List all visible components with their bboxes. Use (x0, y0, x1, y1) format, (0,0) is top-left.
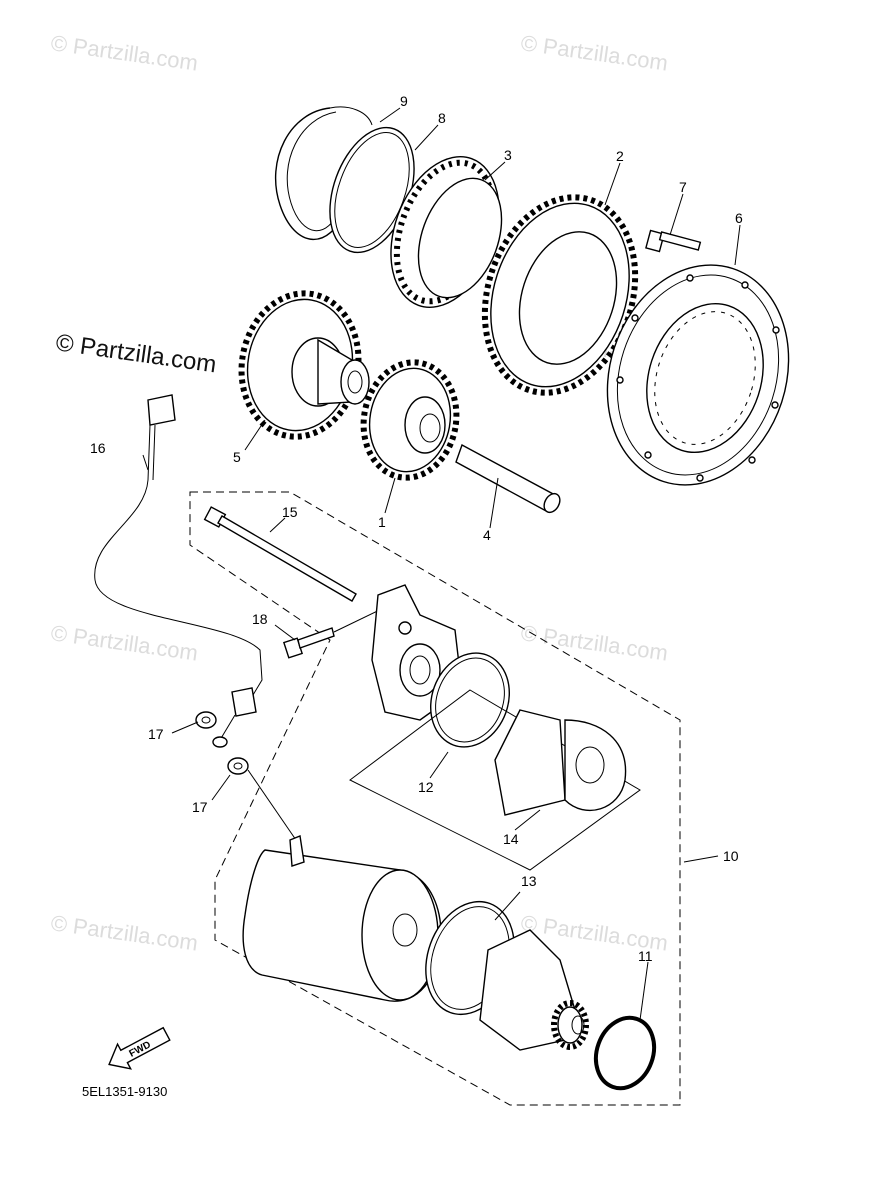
part-1-gear (360, 359, 460, 481)
starter-rear-cover (479, 929, 589, 1051)
part-3-one-way-clutch (390, 156, 503, 308)
part-18-bolt (282, 604, 391, 659)
label-part-15: 15 (282, 504, 298, 520)
diagram-code: 5EL1351-9130 (82, 1084, 167, 1099)
part-7-bolt (645, 229, 702, 253)
label-part-10: 10 (723, 848, 739, 864)
part-8-ring (329, 126, 415, 254)
watermark: © Partzilla.com (519, 620, 669, 665)
part-4-shaft (455, 443, 561, 514)
fwd-arrow: FWD (108, 1026, 171, 1070)
label-part-3: 3 (504, 147, 512, 163)
watermark: © Partzilla.com (49, 30, 199, 75)
label-part-7: 7 (679, 179, 687, 195)
label-part-1: 1 (378, 514, 386, 530)
label-part-8: 8 (438, 110, 446, 126)
part-9-circlip (275, 106, 373, 241)
label-part-12: 12 (418, 779, 434, 795)
part-12-o-ring (429, 652, 511, 748)
watermark: © Partzilla.com (49, 620, 199, 665)
part-labels: 9 8 3 2 7 6 5 1 4 16 15 18 17 17 12 14 1… (90, 93, 743, 964)
label-part-17-upper: 17 (148, 726, 164, 742)
starter-motor-body (242, 835, 442, 1002)
label-part-13: 13 (521, 873, 537, 889)
watermark: © Partzilla.com (519, 30, 669, 75)
part-16-lead-wire (94, 394, 263, 748)
label-part-5: 5 (233, 449, 241, 465)
part-17-nut-lower (227, 757, 297, 841)
fwd-label: FWD (128, 1039, 153, 1059)
part-2-starter-wheel-gear (481, 194, 639, 396)
part-14-brush-holder (349, 689, 641, 871)
label-part-2: 2 (616, 148, 624, 164)
label-part-4: 4 (483, 527, 491, 543)
watermark: © Partzilla.com (49, 910, 199, 955)
part-11-o-ring (593, 1015, 657, 1091)
label-part-14: 14 (503, 831, 519, 847)
part-15-long-bolt (203, 506, 357, 602)
part-17-nut-upper (195, 711, 217, 729)
leader-lines (142, 107, 741, 1021)
label-part-11: 11 (638, 948, 653, 964)
part-6-starter-clutch-housing (606, 264, 790, 486)
label-part-18: 18 (252, 611, 268, 627)
label-part-9: 9 (400, 93, 408, 109)
part-5-idle-gear (238, 290, 370, 440)
label-part-6: 6 (735, 210, 743, 226)
assembly-10-outline (189, 491, 681, 1106)
label-part-16: 16 (90, 440, 106, 456)
watermark-large: © Partzilla.com (54, 329, 218, 378)
label-part-17-lower: 17 (192, 799, 208, 815)
